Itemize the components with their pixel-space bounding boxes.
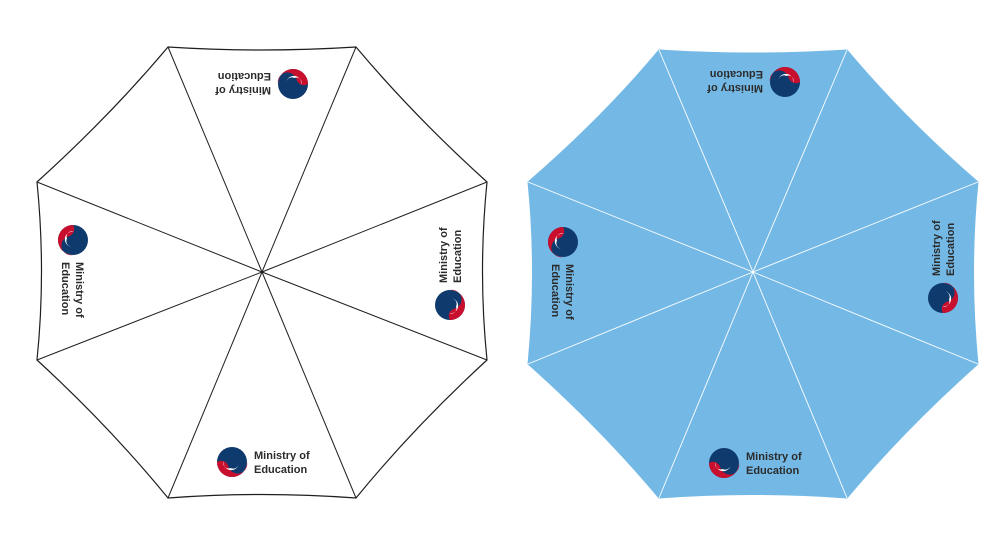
panel-line bbox=[36, 181, 263, 273]
emblem-icon bbox=[217, 447, 248, 477]
umbrella-blue-canopy bbox=[527, 49, 979, 499]
emblem-white-band bbox=[223, 461, 239, 471]
emblem-white-band bbox=[64, 231, 74, 247]
panel-line bbox=[752, 49, 848, 273]
emblem-red-swirl bbox=[58, 225, 75, 256]
logo-line-2: Education bbox=[254, 464, 307, 476]
panel-line bbox=[752, 271, 848, 499]
panel-line bbox=[261, 271, 488, 361]
emblem-icon bbox=[58, 225, 88, 256]
logo-left: Ministry of Education bbox=[548, 227, 578, 320]
panel-line bbox=[658, 49, 754, 273]
logo-bottom: Ministry of Education bbox=[217, 447, 310, 477]
umbrella-blue: Ministry of Education Ministry of Educat… bbox=[527, 49, 979, 499]
logo-line-1: Ministry of bbox=[73, 262, 85, 318]
emblem-white-band bbox=[554, 233, 564, 249]
logo-line-1: Ministry of bbox=[707, 82, 763, 94]
emblem-icon bbox=[435, 289, 465, 320]
emblem-white-band bbox=[286, 75, 302, 85]
logo-line-1: Ministry of bbox=[563, 264, 575, 320]
emblem-icon bbox=[548, 227, 578, 258]
panel-line bbox=[658, 271, 754, 499]
emblem-red-swirl bbox=[217, 460, 248, 477]
logo-top: Ministry of Education bbox=[215, 69, 308, 99]
emblem-white-band bbox=[449, 298, 459, 314]
panel-line bbox=[167, 271, 263, 499]
umbrella-white: Ministry of Education Ministry of Educat… bbox=[36, 46, 488, 499]
umbrella-blue-panel-lines bbox=[527, 49, 979, 499]
logo-line-2: Education bbox=[746, 465, 799, 477]
logo-line-2: Education bbox=[710, 68, 763, 80]
logo-line-1: Ministry of bbox=[746, 451, 802, 463]
logo-line-2: Education bbox=[452, 230, 464, 283]
emblem-white-band bbox=[942, 291, 952, 307]
panel-line bbox=[261, 181, 488, 273]
logo-line-2: Education bbox=[945, 223, 957, 276]
logo-bottom: Ministry of Education bbox=[709, 448, 802, 478]
logo-line-2: Education bbox=[218, 70, 271, 82]
panel-line bbox=[167, 46, 263, 273]
emblem-icon bbox=[928, 282, 958, 313]
emblem-icon bbox=[277, 69, 308, 99]
logo-right: Ministry of Education bbox=[928, 220, 958, 313]
panel-line bbox=[527, 181, 754, 273]
logo-line-1: Ministry of bbox=[438, 227, 450, 283]
panel-line bbox=[527, 271, 754, 365]
panel-line bbox=[752, 181, 979, 273]
emblem-white-band bbox=[778, 73, 794, 83]
panel-line bbox=[36, 271, 263, 361]
panel-line bbox=[261, 46, 357, 273]
emblem-red-swirl bbox=[769, 67, 800, 84]
emblem-icon bbox=[709, 448, 740, 478]
umbrella-white-panel-lines bbox=[36, 46, 488, 499]
emblem-red-swirl bbox=[277, 69, 308, 86]
logo-line-1: Ministry of bbox=[254, 450, 310, 462]
emblem-icon bbox=[769, 67, 800, 97]
emblem-red-swirl bbox=[709, 461, 740, 478]
logo-line-2: Education bbox=[59, 262, 71, 315]
logo-line-1: Ministry of bbox=[931, 220, 943, 276]
emblem-red-swirl bbox=[941, 282, 958, 313]
panel-line bbox=[752, 271, 979, 365]
logo-line-1: Ministry of bbox=[215, 84, 271, 96]
logo-right: Ministry of Education bbox=[435, 227, 465, 320]
emblem-red-swirl bbox=[448, 289, 465, 320]
emblem-white-band bbox=[715, 462, 731, 472]
logo-line-2: Education bbox=[549, 264, 561, 317]
emblem-red-swirl bbox=[548, 227, 565, 258]
logo-left: Ministry of Education bbox=[58, 225, 88, 318]
logo-top: Ministry of Education bbox=[707, 67, 800, 97]
panel-line bbox=[261, 271, 357, 499]
